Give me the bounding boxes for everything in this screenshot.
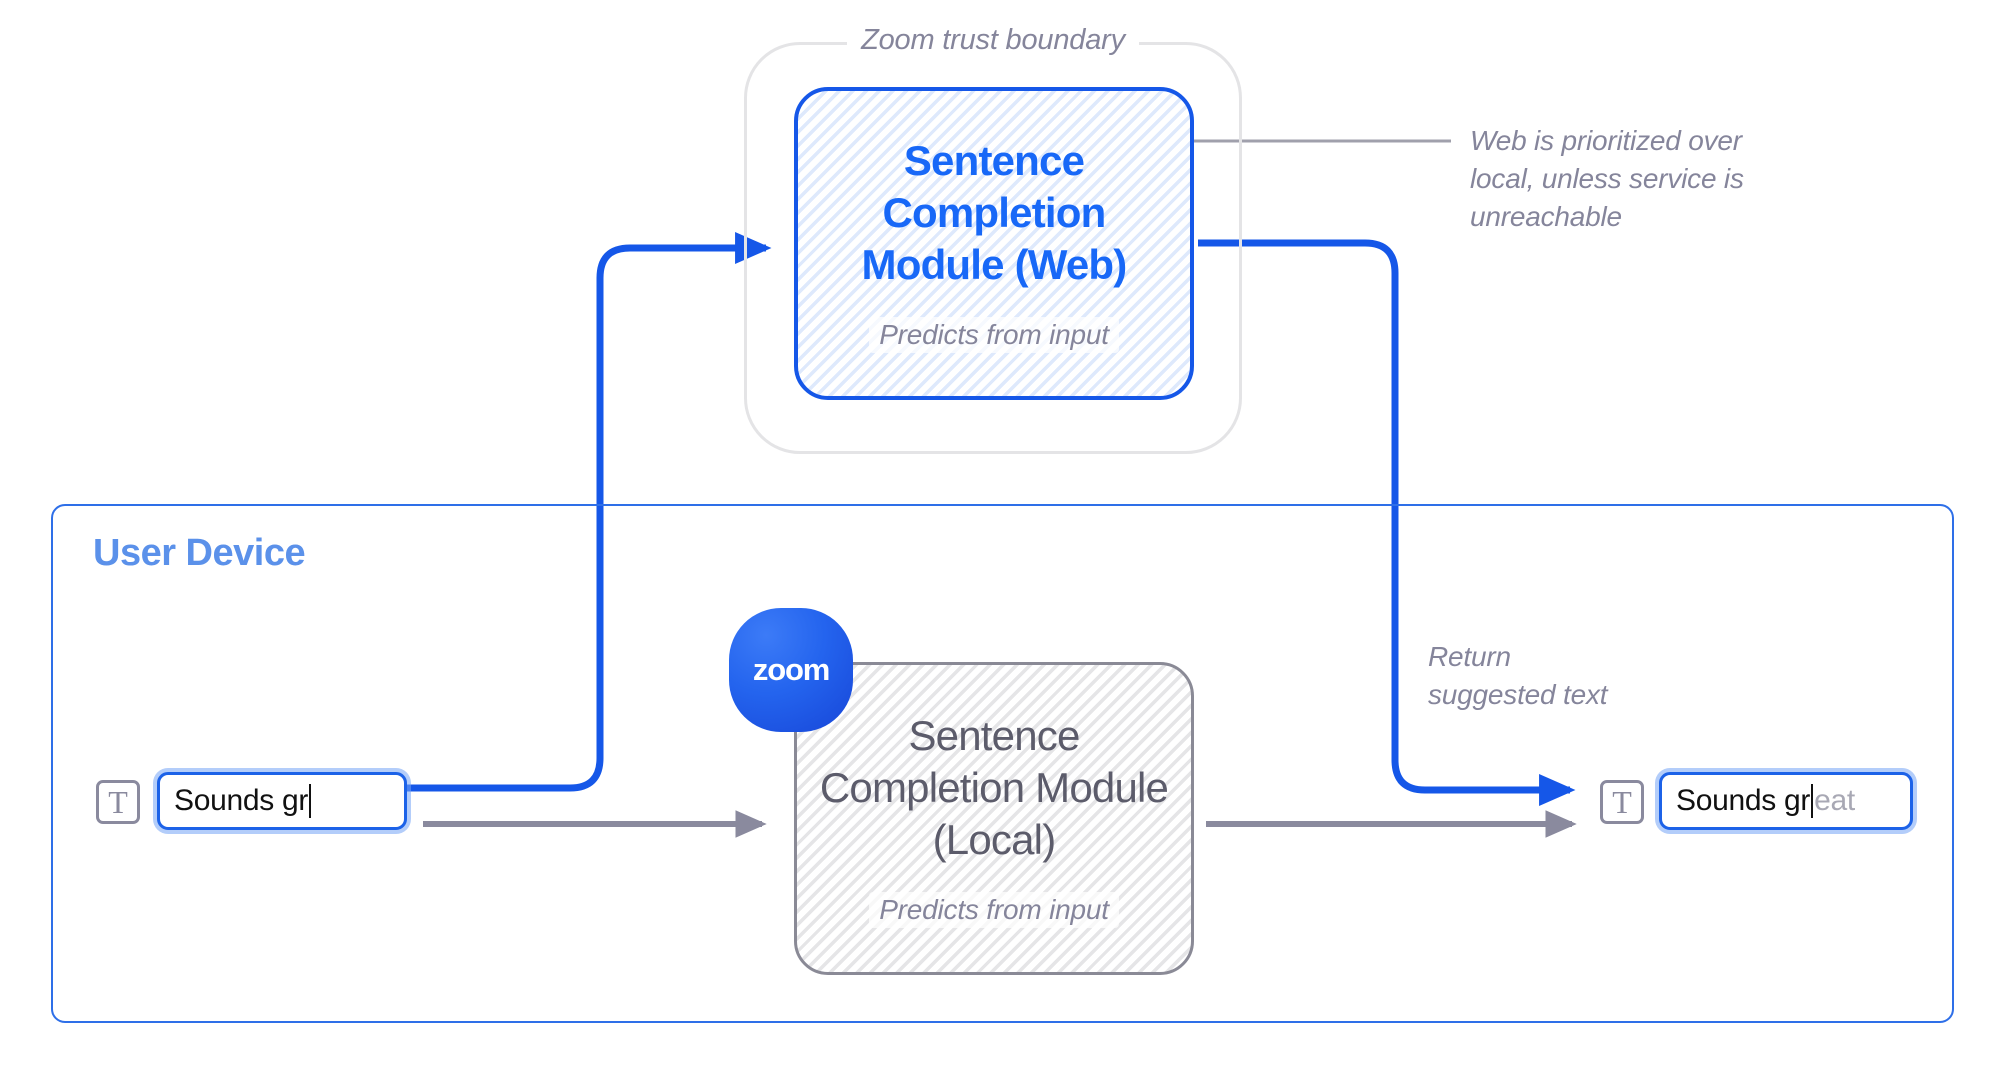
- user-device-title: User Device: [93, 532, 306, 574]
- annotation-web-priority: Web is prioritized over local, unless se…: [1470, 125, 1744, 232]
- user-input-field-left[interactable]: Sounds gr: [157, 772, 407, 830]
- user-input-right-value: Sounds gr: [1676, 784, 1811, 817]
- user-input-left-value: Sounds gr: [174, 784, 309, 817]
- text-field-icon: T: [96, 780, 140, 824]
- zoom-logo-text: zoom: [752, 652, 830, 687]
- user-input-right-suggestion: eat: [1814, 784, 1855, 817]
- sentence-completion-module-local: Sentence Completion Module (Local) Predi…: [794, 662, 1194, 975]
- text-caret: [309, 784, 312, 818]
- zoom-trust-boundary-label-text: Zoom trust boundary: [847, 24, 1139, 56]
- user-device-container: [51, 504, 1954, 1023]
- sentence-completion-module-web: Sentence Completion Module (Web) Predict…: [794, 87, 1194, 400]
- web-module-title: Sentence Completion Module (Web): [861, 136, 1128, 288]
- web-module-subtitle: Predicts from input: [869, 316, 1119, 353]
- text-caret: [1811, 784, 1814, 818]
- local-module-subtitle: Predicts from input: [869, 891, 1119, 928]
- annotation-return-suggested-text: Return suggested text: [1428, 641, 1608, 710]
- zoom-trust-boundary-label: Zoom trust boundary: [744, 24, 1242, 57]
- local-module-title: Sentence Completion Module (Local): [819, 711, 1169, 863]
- text-field-icon: T: [1600, 780, 1644, 824]
- zoom-logo-badge: zoom: [729, 608, 853, 732]
